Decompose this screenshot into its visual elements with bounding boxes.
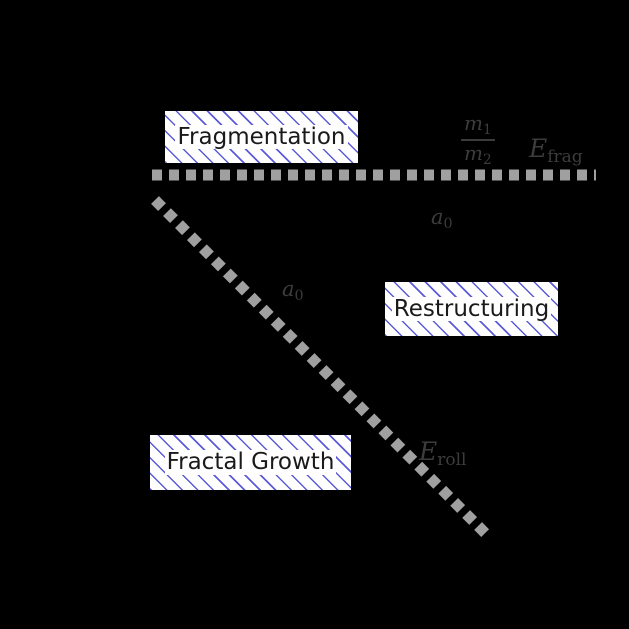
annotation-a0-mid: a0 — [282, 277, 304, 304]
region-label-fractal-growth: Fractal Growth — [164, 449, 337, 476]
annotation-mass-ratio: m1 m2 — [461, 113, 495, 167]
annotation-e-roll: Eroll — [419, 437, 467, 470]
region-box-fragmentation: Fragmentation — [165, 111, 358, 163]
region-label-fragmentation: Fragmentation — [175, 123, 348, 150]
fraction-bar — [461, 139, 495, 141]
region-box-fractal-growth: Fractal Growth — [150, 435, 351, 490]
annotation-e-frag: Efrag — [529, 134, 583, 167]
restructuring-threshold-line — [151, 196, 491, 539]
region-label-restructuring: Restructuring — [391, 295, 552, 322]
mass-ratio-denominator: m2 — [464, 140, 492, 168]
mass-ratio-numerator: m1 — [464, 111, 492, 138]
region-box-restructuring: Restructuring — [385, 282, 558, 336]
annotation-a0-top: a0 — [431, 205, 453, 232]
